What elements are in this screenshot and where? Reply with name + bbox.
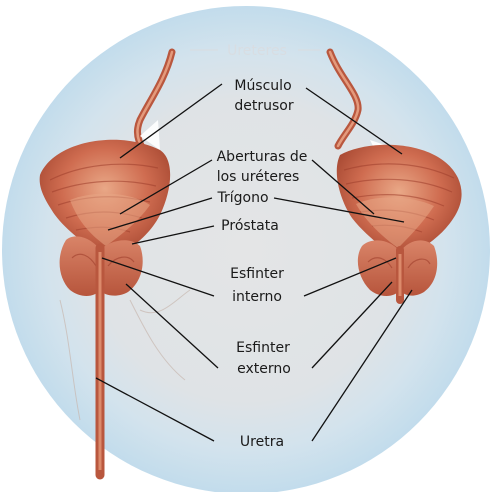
label-esfinter-externo-line2: externo <box>237 361 291 377</box>
label-aberturas-line1: Aberturas de <box>217 149 308 165</box>
label-ureteres: Ureteres <box>227 43 287 59</box>
label-uretra: Uretra <box>240 434 284 450</box>
label-trigono: Trígono <box>216 190 268 206</box>
label-esfinter-interno-line1: Esfinter <box>230 266 284 282</box>
label-musculo-line1: Músculo <box>234 78 291 94</box>
label-esfinter-interno-line2: interno <box>232 289 282 305</box>
label-prostata: Próstata <box>221 218 279 234</box>
label-musculo-line2: detrusor <box>234 98 293 114</box>
label-esfinter-externo-line1: Esfinter <box>236 340 290 356</box>
label-aberturas-line2: los uréteres <box>217 169 300 185</box>
